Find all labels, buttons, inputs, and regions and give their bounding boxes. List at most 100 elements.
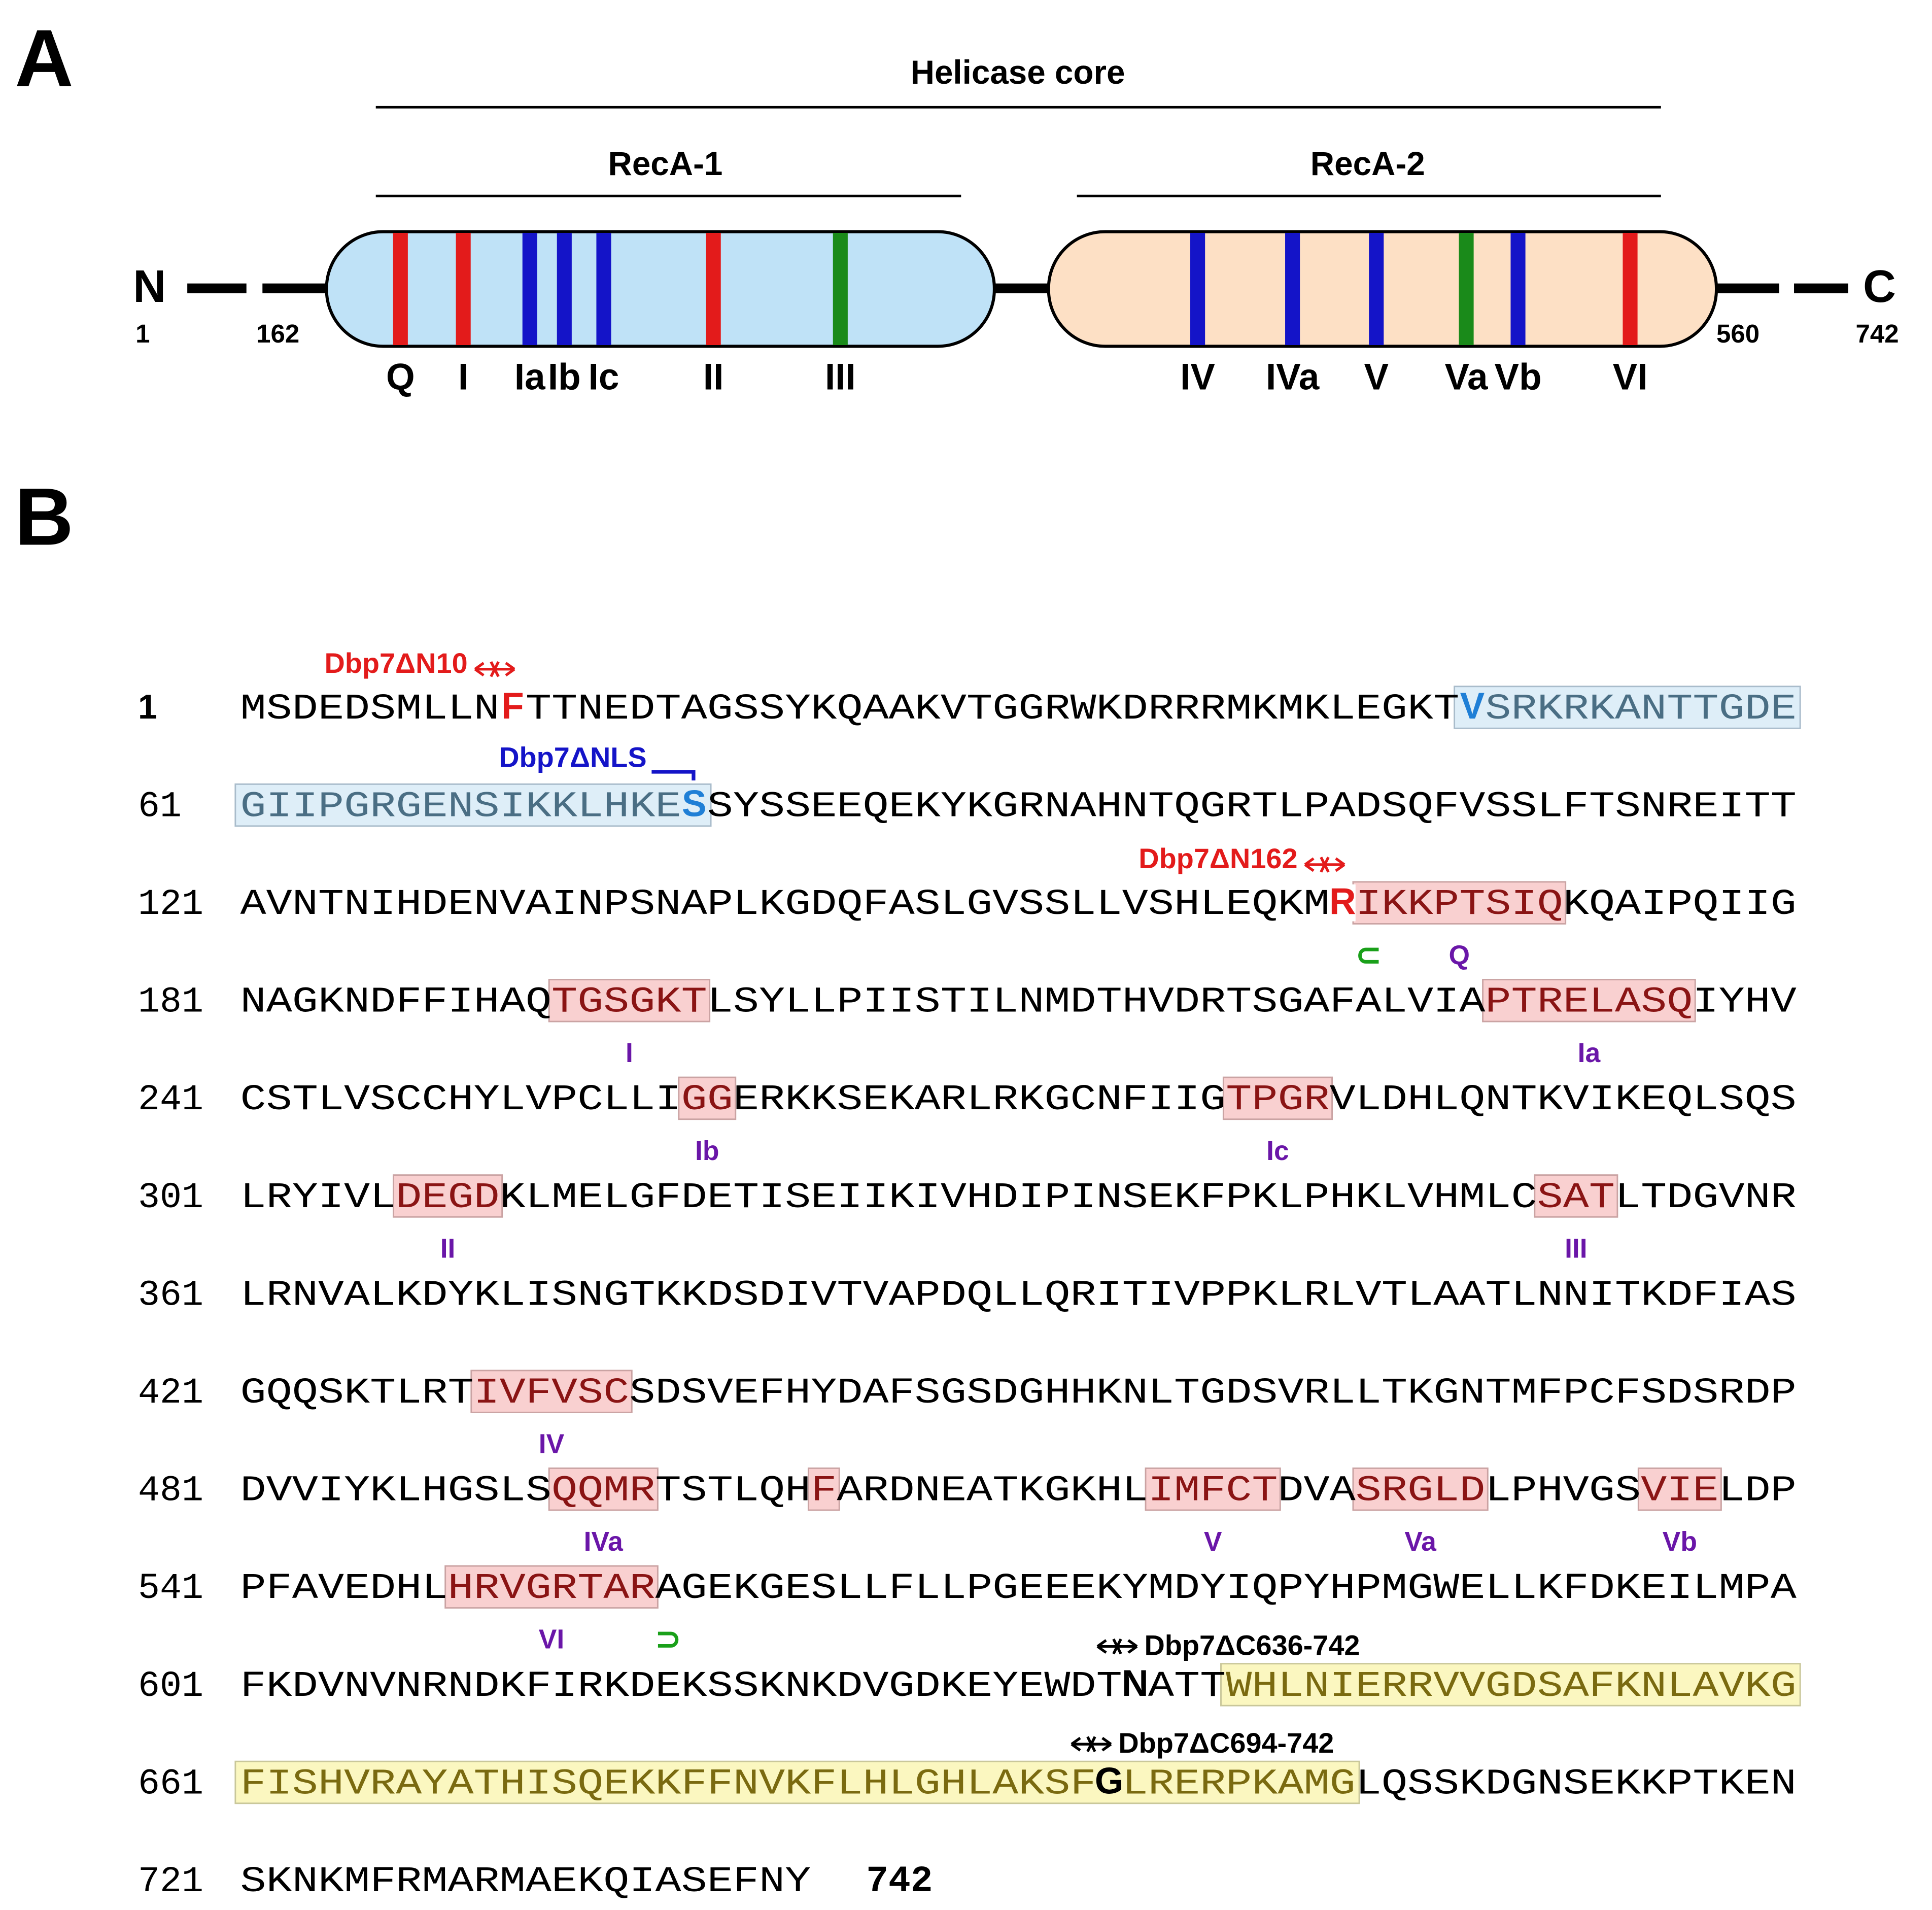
- region-residue: F: [681, 1763, 707, 1804]
- helicase-core-label: Helicase core: [911, 54, 1125, 91]
- region-residue: I: [292, 786, 318, 827]
- region-residue: F: [1070, 1763, 1096, 1804]
- region-residue: I: [474, 1372, 500, 1414]
- region-residue: R: [1304, 1079, 1330, 1120]
- region-residue: S: [603, 981, 629, 1023]
- region-residue: H: [863, 1763, 889, 1804]
- sequence-end-number: 742: [866, 1860, 933, 1902]
- region-residue: K: [526, 786, 551, 827]
- region-residue: L: [1433, 1470, 1459, 1512]
- region-residue: Q: [1667, 981, 1693, 1023]
- region-residue: K: [551, 786, 577, 827]
- region-residue: Q: [577, 1763, 603, 1804]
- region-residue: E: [1693, 1470, 1718, 1512]
- region-residue: H: [603, 786, 629, 827]
- region-residue: D: [396, 1177, 422, 1218]
- sequence-line: DVVIYKLHGSLSQQMRTSTLQHFARDNEATKGKHLIMFCT…: [240, 1470, 1797, 1512]
- region-residue: H: [448, 1567, 474, 1609]
- region-residue: T: [1667, 688, 1693, 730]
- reca2-motif-bar-iva: [1285, 233, 1300, 346]
- region-residue: T: [474, 1763, 500, 1804]
- motif-label-iii: III: [1565, 1234, 1588, 1264]
- reca2-motif-label-iva: IVa: [1266, 356, 1320, 397]
- region-residue: G: [1771, 1665, 1797, 1707]
- region-residue: E: [1771, 688, 1797, 730]
- region-residue: H: [318, 1763, 344, 1804]
- region-residue: L: [889, 1763, 915, 1804]
- region-residue: K: [656, 981, 681, 1023]
- motif-label-va: Va: [1404, 1527, 1437, 1557]
- region-residue: F: [240, 1763, 266, 1804]
- construct-label: Dbp7ΔC694-742: [1118, 1727, 1334, 1759]
- region-residue: G: [1485, 1665, 1511, 1707]
- region-residue: G: [526, 1567, 551, 1609]
- region-residue: V: [759, 1763, 785, 1804]
- region-residue: T: [1693, 688, 1718, 730]
- reca2-motif-label-v: V: [1364, 356, 1389, 397]
- region-residue: Q: [577, 1470, 603, 1512]
- region-residue: G: [1278, 1079, 1303, 1120]
- region-residue: I: [1667, 1470, 1693, 1512]
- region-residue: A: [1693, 1665, 1718, 1707]
- region-residue: V: [1433, 1665, 1459, 1707]
- region-residue: A: [603, 1567, 629, 1609]
- region-residue: M: [1174, 1470, 1200, 1512]
- sequence-line: CSTLVSCCHYLVPCLLIGGERKKSEKARLRKGCNFIIGTP…: [240, 1079, 1797, 1120]
- region-residue: M: [1304, 1763, 1330, 1804]
- reca2-motif-bar-v: [1369, 233, 1384, 346]
- region-residue: L: [837, 1763, 862, 1804]
- region-residue: K: [785, 1763, 811, 1804]
- reca1-motif-bar-ib: [557, 233, 572, 346]
- nls-deletion-bracket: [651, 770, 696, 781]
- region-residue: P: [318, 786, 344, 827]
- reca1-motif-bar-q: [393, 233, 408, 346]
- truncation-arrow: [474, 661, 515, 677]
- highlight-residue: N: [1122, 1663, 1149, 1704]
- region-residue: I: [1148, 1470, 1174, 1512]
- region-residue: D: [1745, 688, 1771, 730]
- line-number: 481: [138, 1470, 203, 1512]
- region-residue: V: [500, 1372, 526, 1414]
- region-residue: S: [1485, 688, 1511, 730]
- motif-bars: [393, 233, 1638, 346]
- motif-label-v: V: [1204, 1527, 1222, 1557]
- position-162: 162: [256, 319, 299, 348]
- n-terminus-label: N: [133, 261, 166, 312]
- region-residue: S: [292, 1763, 318, 1804]
- highlight-residue: R: [1329, 881, 1356, 922]
- construct-label: Dbp7ΔC636-742: [1144, 1629, 1360, 1661]
- construct-label: Dbp7ΔN162: [1138, 842, 1297, 874]
- reca1-label: RecA-1: [608, 145, 722, 182]
- region-residue: K: [1745, 1665, 1771, 1707]
- reca2-motif-label-va: Va: [1444, 356, 1488, 397]
- motif-label-vb: Vb: [1663, 1527, 1697, 1557]
- line-number: 661: [138, 1763, 203, 1804]
- region-residue: K: [629, 786, 655, 827]
- region-residue: T: [577, 1567, 603, 1609]
- region-residue: S: [1537, 1177, 1563, 1218]
- region-residue: Q: [551, 1470, 577, 1512]
- reca1-motif-label-ii: II: [703, 356, 723, 397]
- line-number: 301: [138, 1177, 203, 1218]
- region-residue: H: [941, 1763, 967, 1804]
- region-residue: V: [344, 1763, 370, 1804]
- region-residue: I: [500, 786, 526, 827]
- region-residue: E: [656, 786, 681, 827]
- region-residue: G: [629, 981, 655, 1023]
- region-residue: T: [1589, 1177, 1615, 1218]
- region-residue: E: [603, 1763, 629, 1804]
- reca1-motif-label-ib: Ib: [548, 356, 581, 397]
- region-residue: I: [1330, 1665, 1356, 1707]
- line-number: 421: [138, 1372, 203, 1414]
- region-residue: G: [1407, 1470, 1433, 1512]
- region-residue: E: [1174, 1763, 1200, 1804]
- reca2-motif-bar-vi: [1623, 233, 1638, 346]
- region-residue: S: [1356, 1470, 1382, 1512]
- region-residue: V: [551, 1372, 577, 1414]
- region-residue: L: [577, 786, 603, 827]
- region-residue: A: [1563, 1665, 1589, 1707]
- region-residue: S: [1537, 1665, 1563, 1707]
- line-number: 361: [138, 1274, 203, 1316]
